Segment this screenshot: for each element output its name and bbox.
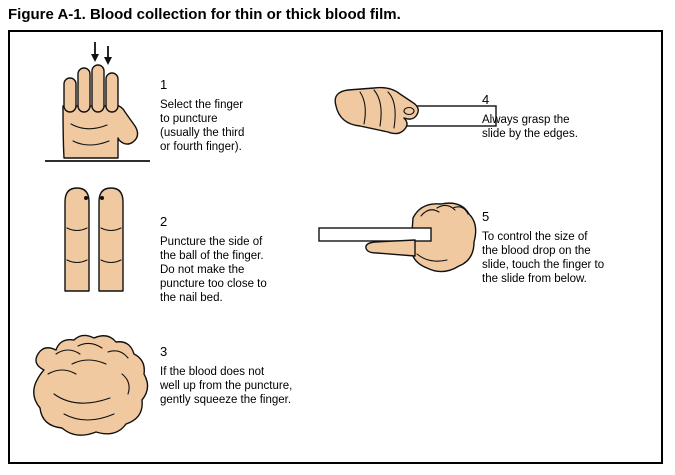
- step-1-number: 1: [160, 77, 168, 92]
- figure-title: Figure A-1. Blood collection for thin or…: [8, 6, 401, 23]
- step-5: 5 To control the size of the blood drop …: [482, 209, 604, 286]
- step-1-text: Select the finger to puncture (usually t…: [160, 99, 245, 153]
- hand-grasp-slide-illustration: [334, 86, 497, 135]
- step-3: 3 If the blood does not well up from the…: [160, 344, 292, 407]
- hand-select-finger-illustration: [45, 42, 150, 162]
- finger-touch-slide-illustration: [318, 202, 477, 273]
- step-4-text: Always grasp the slide by the edges.: [482, 114, 578, 140]
- step-2-number: 2: [160, 214, 168, 229]
- step-5-text: To control the size of the blood drop on…: [482, 231, 605, 285]
- step-5-number: 5: [482, 209, 490, 224]
- step-4: 4 Always grasp the slide by the edges.: [482, 92, 578, 141]
- two-fingers-puncture-illustration: [64, 187, 124, 292]
- step-2-text: Puncture the side of the ball of the fin…: [160, 236, 267, 304]
- step-3-number: 3: [160, 344, 168, 359]
- step-1: 1 Select the finger to puncture (usually…: [160, 77, 244, 154]
- cupped-hands-squeeze-illustration: [33, 334, 149, 436]
- step-4-number: 4: [482, 92, 490, 107]
- figure-box: 1 Select the finger to puncture (usually…: [8, 30, 663, 464]
- step-2: 2 Puncture the side of the ball of the f…: [160, 214, 267, 305]
- step-3-text: If the blood does not well up from the p…: [160, 366, 293, 406]
